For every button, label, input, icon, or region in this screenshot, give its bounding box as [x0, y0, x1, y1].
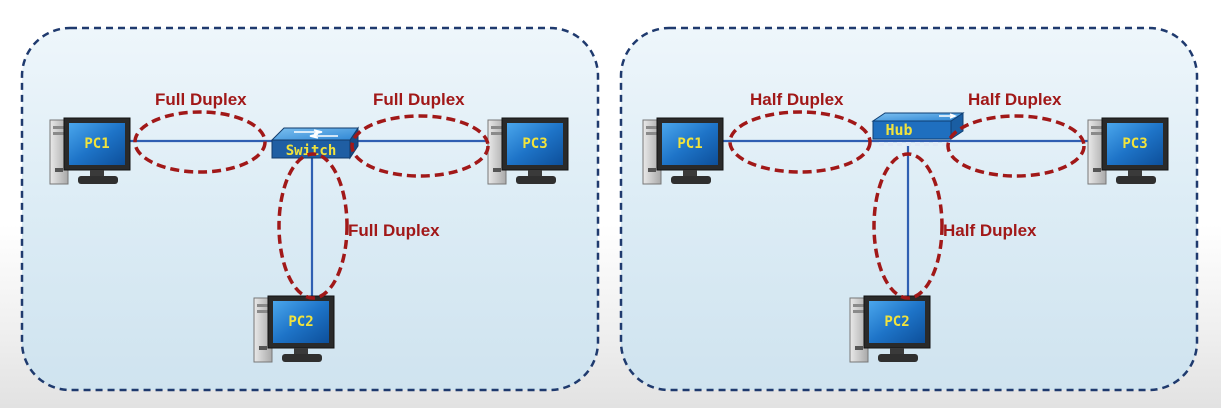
- link-label-right: Half Duplex: [968, 90, 1062, 109]
- hub-port: [933, 142, 938, 146]
- hub-port: [906, 142, 911, 146]
- duplex-ellipse-down: [872, 152, 944, 300]
- duplex-ellipse-left: [133, 110, 267, 174]
- duplex-highlights: [133, 110, 490, 300]
- duplex-ellipse-right: [350, 114, 490, 178]
- duplex-highlights: [728, 110, 1086, 300]
- hub-icon: Hub: [871, 112, 965, 146]
- link-label-left: Full Duplex: [155, 90, 247, 109]
- pc1-computer: PC1: [49, 117, 131, 185]
- link-label-right: Full Duplex: [373, 90, 465, 109]
- pc3-computer: PC3: [1087, 117, 1169, 185]
- pc2-computer: PC2: [849, 295, 931, 363]
- links: [723, 139, 1104, 300]
- pc2-computer: PC2: [253, 295, 335, 363]
- hub-port: [897, 142, 902, 146]
- switch-label: Switch: [286, 143, 337, 159]
- link-label-left: Half Duplex: [750, 90, 844, 109]
- pc1-label: PC1: [84, 136, 109, 152]
- duplex-ellipse-down: [277, 152, 349, 300]
- duplex-ellipse-right: [946, 114, 1086, 178]
- hub-label: Hub: [885, 121, 912, 139]
- hub-top-face: [871, 112, 965, 122]
- pc3-label: PC3: [522, 136, 547, 152]
- hub-port: [879, 142, 884, 146]
- duplex-ellipse-left: [728, 110, 872, 174]
- hub-port: [915, 142, 920, 146]
- pc2-label: PC2: [884, 314, 909, 330]
- pc3-computer: PC3: [487, 117, 569, 185]
- pc1-computer: PC1: [642, 117, 724, 185]
- hub-arrow-icon: [939, 113, 958, 119]
- pc2-label: PC2: [288, 314, 313, 330]
- hub-port: [942, 142, 947, 146]
- hub-port: [924, 142, 929, 146]
- pc3-label: PC3: [1122, 136, 1147, 152]
- link-label-down: Half Duplex: [943, 221, 1037, 240]
- switch-arrows-icon: [294, 129, 338, 139]
- pc1-label: PC1: [677, 136, 702, 152]
- link-label-down: Full Duplex: [348, 221, 440, 240]
- hub-port: [888, 142, 893, 146]
